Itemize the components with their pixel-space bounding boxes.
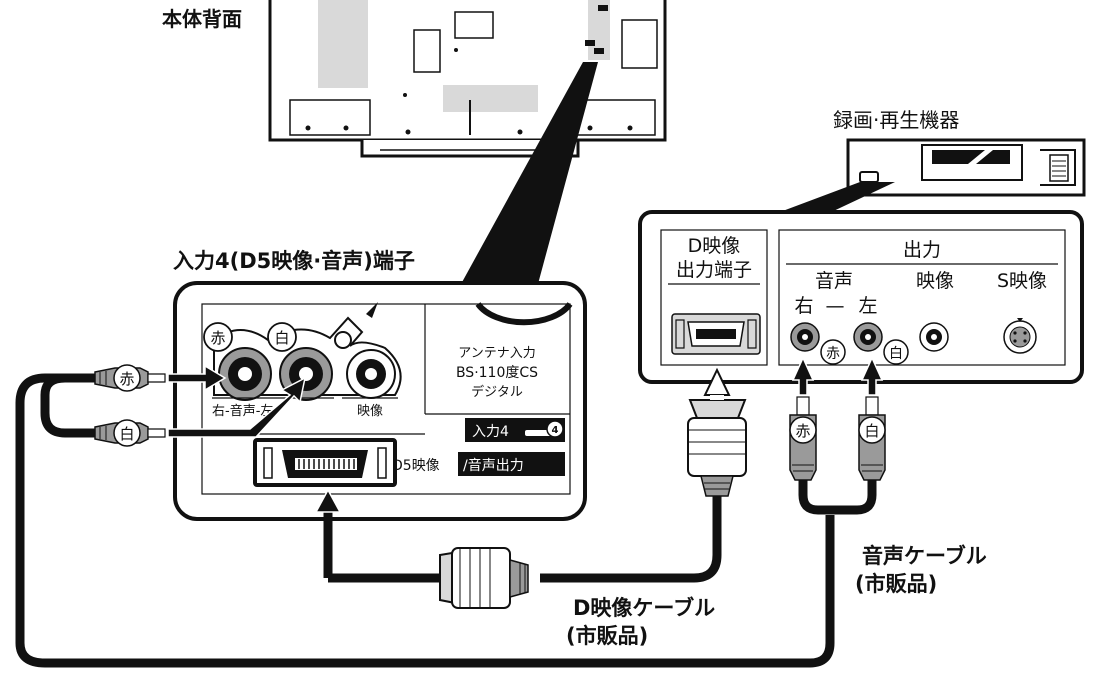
audio-output-label: /音声出力 [463, 457, 524, 474]
d-out-connector[interactable] [671, 313, 761, 355]
d-out-label-2: 出力端子 [676, 259, 752, 281]
panel-white-badge: 白 [274, 329, 289, 347]
recorder-wedge [772, 182, 895, 215]
recorder-device: 録画·再生機器 [833, 108, 1086, 197]
out-red-badge: 赤 [826, 346, 840, 362]
d5-terminal[interactable] [253, 438, 397, 487]
dash-label: — [826, 295, 845, 317]
s-video-label: S映像 [997, 270, 1047, 292]
svg-text:4: 4 [552, 425, 559, 436]
d-cable [540, 492, 722, 583]
out-white-badge: 白 [889, 346, 903, 362]
terminal-panel: アンテナ入力 BS·110度CS デジタル 右-音声-左 映像 [173, 281, 587, 521]
right-plug-white-label: 白 [864, 422, 879, 440]
antenna-label-2: BS·110度CS [456, 365, 538, 381]
arrow-into-out-red [791, 356, 815, 396]
tv-back [268, 0, 667, 158]
cursor-marker-icon [366, 302, 378, 318]
arrow-into-d5 [314, 488, 342, 513]
antenna-label-3: デジタル [471, 384, 523, 400]
d-plug-left [439, 547, 529, 609]
audio-cable-label-2: (市販品) [855, 572, 937, 596]
rca-plug-red-left: 赤 [94, 364, 166, 392]
audio-cable-red-loop [15, 373, 835, 668]
video-label: 映像 [916, 270, 954, 292]
d5-video-label: D5映像 [392, 458, 440, 474]
left-plug-white-label: 白 [119, 425, 134, 443]
video-jack[interactable] [346, 349, 396, 399]
d-plug-right [687, 399, 747, 497]
rca-plug-white-right: 白 [858, 396, 886, 481]
audio-right-jack[interactable] [218, 347, 272, 401]
audio-cable-white-loop [40, 373, 100, 438]
right-plug-red-label: 赤 [795, 422, 810, 440]
recorder-label: 録画·再生機器 [833, 108, 959, 132]
d-out-label-1: D映像 [688, 235, 741, 257]
audio-label: 音声 [815, 270, 853, 292]
jack-video-label: 映像 [357, 404, 383, 419]
audio-cable-label-1: 音声ケーブル [862, 544, 987, 568]
zoom-wedge [455, 62, 598, 295]
d-cable-label-1: D映像ケーブル [573, 596, 715, 620]
panel-red-badge: 赤 [210, 329, 225, 347]
terminal-title: 入力4(D5映像·音声)端子 [173, 249, 415, 273]
output-label: 出力 [903, 239, 941, 261]
arrow-into-out-white [860, 356, 884, 396]
jack-audio-label: 右-音声-左 [212, 403, 273, 419]
tv-back-label: 本体背面 [162, 7, 242, 31]
recorder-output-panel: D映像 出力端子 出力 音声 映像 S映像 右 — 左 [638, 210, 1084, 384]
tv-screen-panel [318, 0, 368, 88]
out-audio-right-jack[interactable] [790, 322, 820, 352]
left-label: 左 [858, 295, 877, 317]
d-cable-label-2: (市販品) [566, 624, 648, 648]
out-audio-left-jack[interactable] [853, 322, 883, 352]
right-label: 右 [794, 295, 813, 317]
rca-plug-white-left: 白 [94, 419, 166, 447]
antenna-label-1: アンテナ入力 [458, 346, 535, 361]
rca-plug-red-right: 赤 [789, 396, 817, 481]
out-s-video-jack[interactable] [1003, 318, 1037, 354]
arrow-into-red-jack [167, 364, 227, 392]
audio-cable-u [798, 480, 877, 515]
arrow-into-white-jack [167, 376, 307, 438]
out-video-jack[interactable] [919, 322, 949, 352]
left-plug-red-label: 赤 [119, 370, 134, 388]
input4-badge [546, 420, 564, 438]
input4-label: 入力4 [472, 424, 509, 440]
